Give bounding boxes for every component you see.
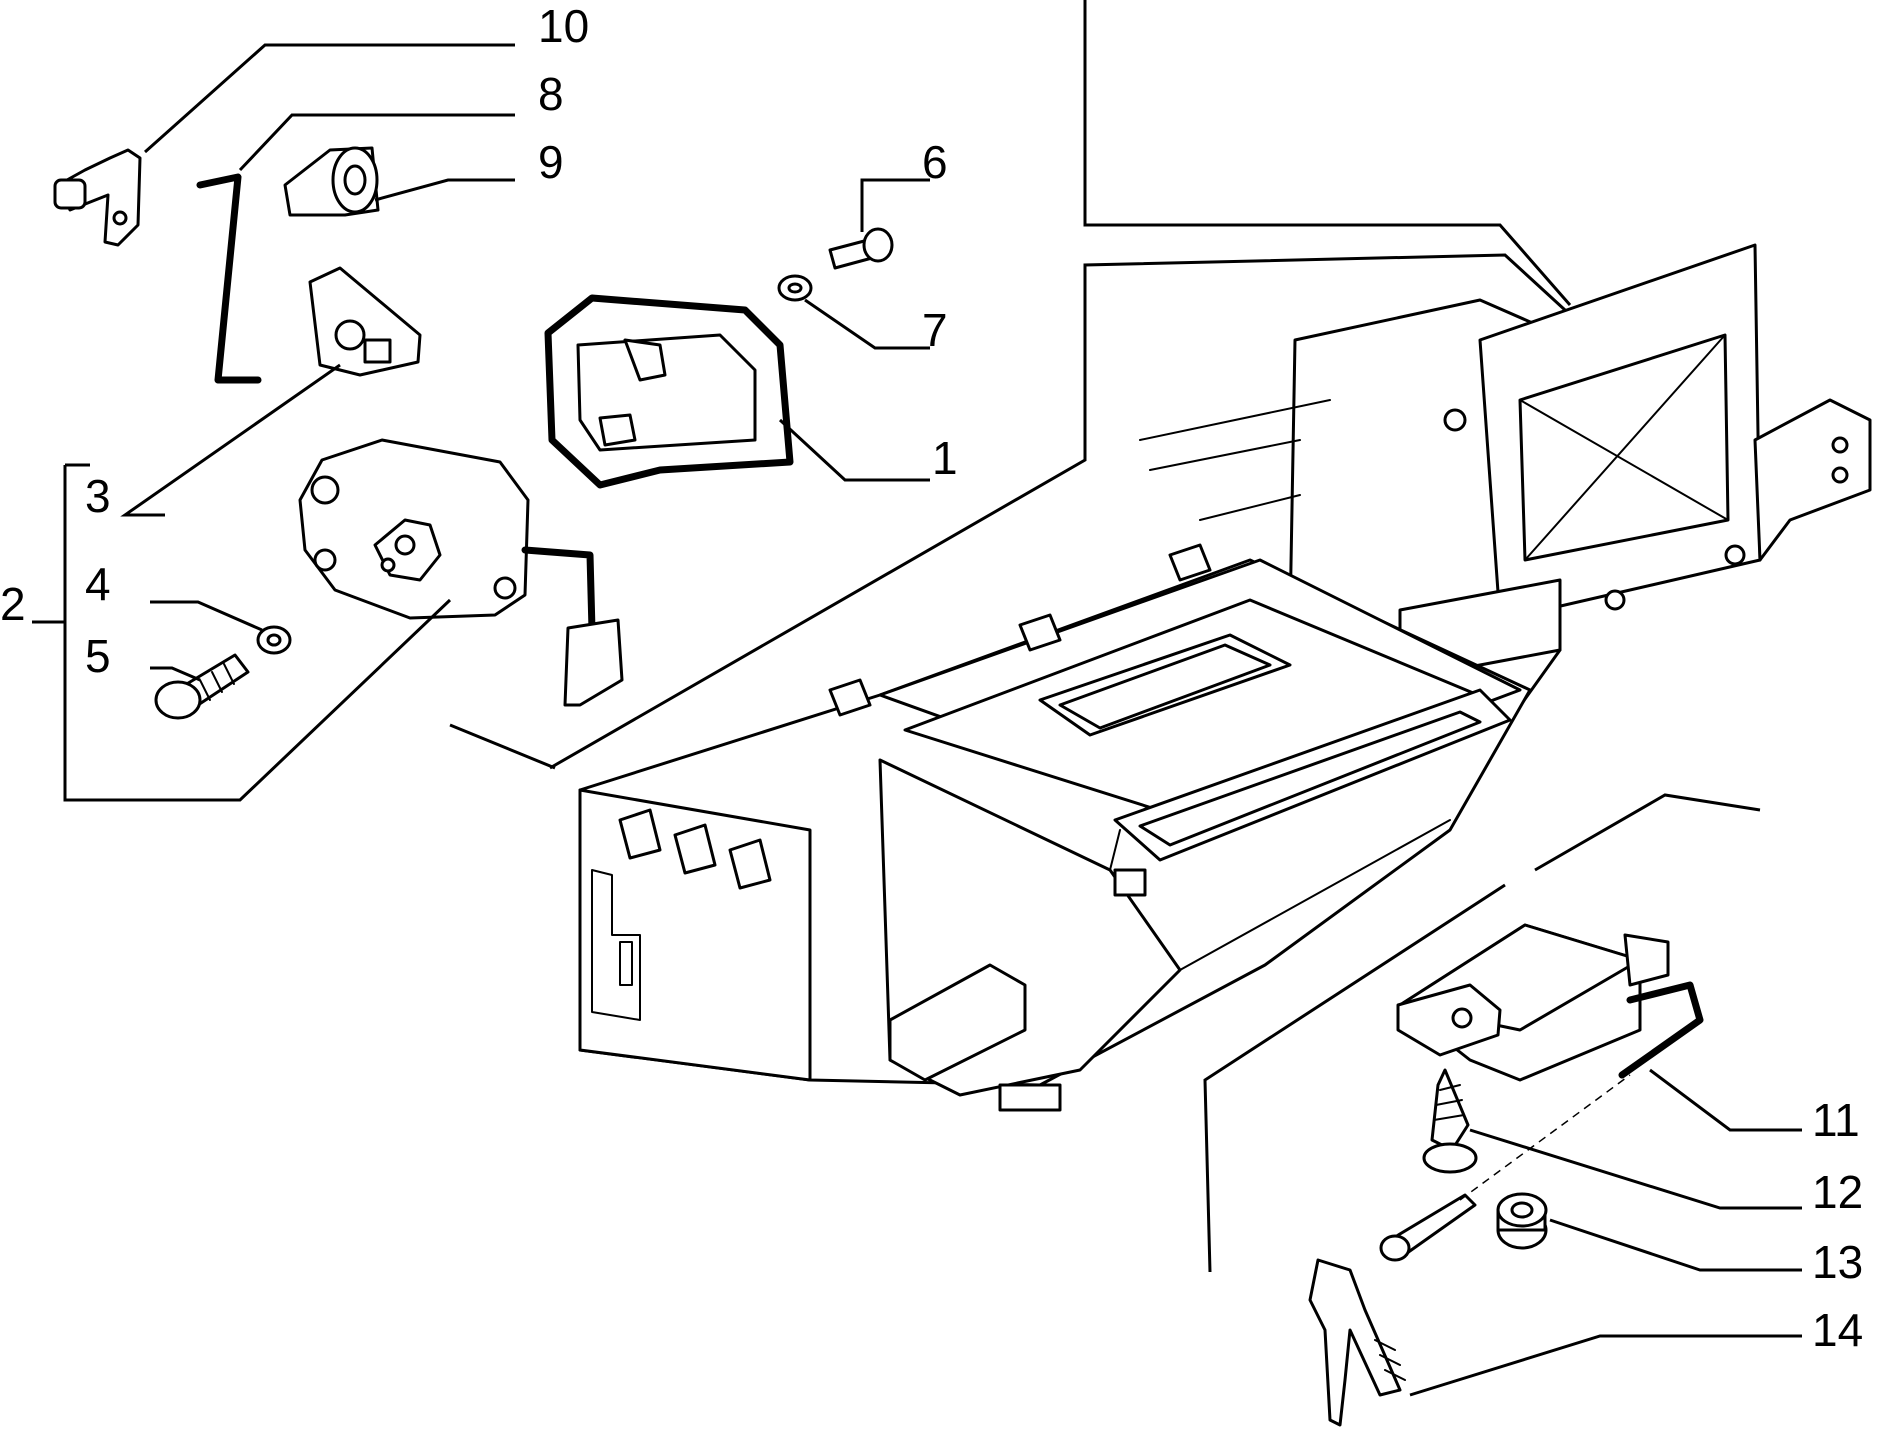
callout-9: 9 (538, 136, 564, 188)
part-9-cap-knob (283, 146, 380, 217)
callout-4: 4 (85, 558, 111, 610)
callout-6: 6 (922, 136, 948, 188)
callout-1: 1 (932, 432, 958, 484)
callout-5: 5 (85, 630, 111, 682)
leader-lines (32, 43, 1802, 1397)
part-10-bracket-valve (53, 148, 142, 247)
part-1-gasket (544, 294, 794, 489)
part-2-actuator (298, 438, 624, 707)
part-13-grommet (1496, 1192, 1548, 1250)
part-11-sensor-module (1396, 923, 1704, 1082)
part-12-self-tapping-screw (1422, 1068, 1478, 1174)
callout-labels: 10 8 9 6 7 1 3 4 5 2 11 12 13 14 (0, 0, 1863, 1356)
wire-terminal-pin (1379, 1193, 1477, 1262)
part-7-washer (777, 274, 813, 302)
callout-2: 2 (0, 578, 26, 630)
part-5-screw (154, 653, 250, 720)
callout-7: 7 (922, 304, 948, 356)
callout-14: 14 (1812, 1304, 1863, 1356)
callout-8: 8 (538, 68, 564, 120)
callout-12: 12 (1812, 1166, 1863, 1218)
callout-3: 3 (85, 470, 111, 522)
callout-11: 11 (1812, 1094, 1860, 1146)
callout-10: 10 (538, 0, 589, 52)
part-14-spring-clip (1308, 1258, 1406, 1427)
part-6-screw (828, 227, 894, 270)
part-8-link-rod (196, 173, 262, 384)
part-4-washer (256, 625, 292, 655)
callout-13: 13 (1812, 1236, 1863, 1288)
part-3-lever-plate (308, 266, 422, 377)
heater-housing-assembly (449, 0, 1872, 1273)
